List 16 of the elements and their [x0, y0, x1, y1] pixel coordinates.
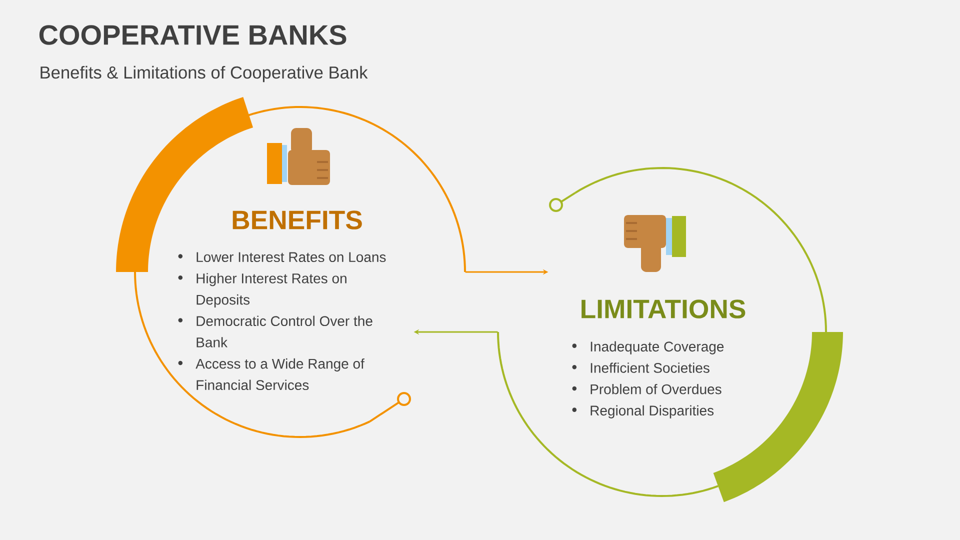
circle-frame [497, 167, 843, 502]
heading: LIMITATIONS [582, 300, 746, 318]
node-label: Regional Disparities [590, 405, 714, 418]
node-label: Inefficient Societies [590, 362, 710, 373]
heading: BENEFITS [232, 210, 362, 230]
node-label: Democratic Control Over the Bank [196, 316, 372, 348]
node-label: Inadequate Coverage [590, 341, 724, 354]
node-label: Problem of Overdues [590, 384, 722, 394]
bullet-list: Inadequate Coverage Inefficient Societies Problem of Overdues Regional Disparities [572, 341, 724, 418]
node-label: Access to a Wide Range of Financial Services [196, 358, 364, 390]
title: COOPERATIVE BANKS [39, 25, 346, 45]
subtitle: Benefits & Limitations of Cooperative Bank [40, 66, 368, 82]
circle-frame [116, 97, 466, 438]
node-label: Lower Interest Rates on Loans [196, 252, 386, 262]
node-label: Higher Interest Rates on Deposits [196, 273, 346, 308]
bullet-list: Lower Interest Rates on Loans Higher Interest Rates on Deposits Democratic Control Over the Bank Access to a Wide Range of Financial Services [178, 252, 386, 390]
